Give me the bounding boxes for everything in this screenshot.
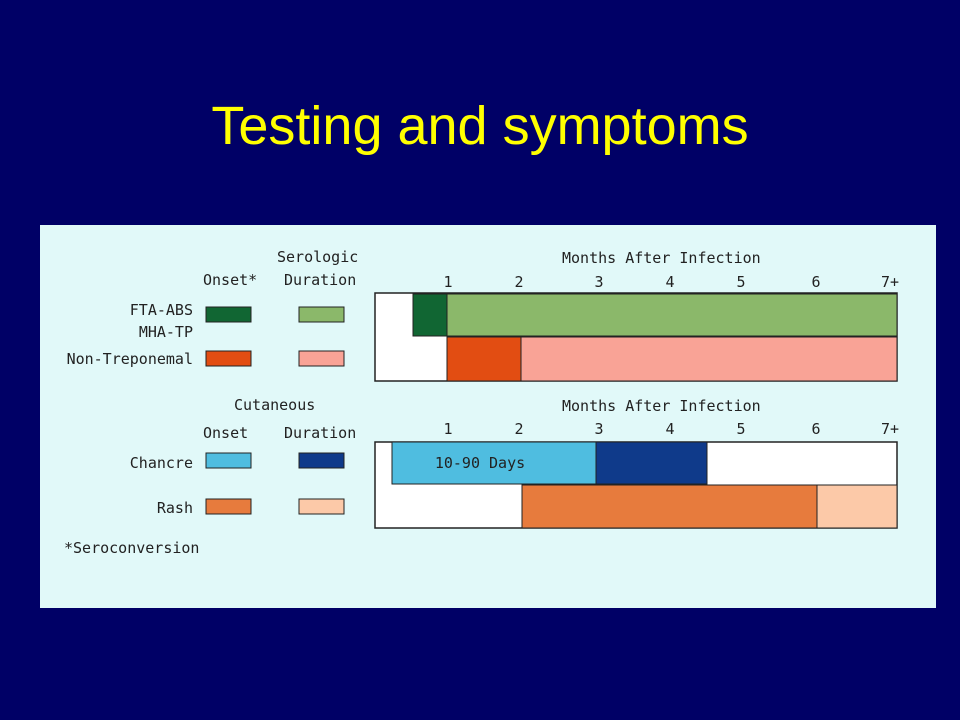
timeline-diagram: Serologic Onset* Duration Months After I… — [64, 248, 899, 557]
nontrep-duration-bar — [520, 336, 898, 382]
legend-fta-abs-label: FTA-ABS — [130, 301, 193, 319]
legend-fta-onset-swatch — [205, 306, 252, 323]
serologic-heading: Serologic — [277, 248, 358, 266]
tick-label: 4 — [665, 420, 674, 438]
serologic-timeline — [374, 292, 898, 382]
serologic-months-heading: Months After Infection — [562, 249, 761, 267]
nontrep-onset-bar — [446, 336, 522, 382]
tick-label: 7+ — [881, 273, 899, 291]
serologic-ticks: 1 2 3 4 5 6 7+ — [443, 273, 899, 291]
legend-rash-label: Rash — [157, 499, 193, 517]
cutaneous-ticks: 1 2 3 4 5 6 7+ — [443, 420, 899, 438]
legend-mha-tp-label: MHA-TP — [139, 323, 193, 341]
tick-label: 5 — [736, 273, 745, 291]
chancre-onset-bar-label: 10-90 Days — [435, 454, 525, 472]
cutaneous-heading: Cutaneous — [234, 396, 315, 414]
legend-nontrep-duration-swatch — [298, 350, 345, 367]
serologic-duration-label: Duration — [284, 271, 356, 289]
legend-nontrep-onset-swatch — [205, 350, 252, 367]
rash-onset-bar — [521, 484, 818, 529]
cutaneous-onset-label: Onset — [203, 424, 248, 442]
legend-chancre-onset-swatch — [205, 452, 252, 469]
tick-label: 7+ — [881, 420, 899, 438]
tick-label: 2 — [514, 273, 523, 291]
legend-non-treponemal-label: Non-Treponemal — [67, 350, 193, 368]
tick-label: 6 — [811, 273, 820, 291]
chancre-onset-bar — [391, 441, 597, 485]
tick-label: 5 — [736, 420, 745, 438]
tick-label: 1 — [443, 273, 452, 291]
serologic-onset-label: Onset* — [203, 271, 257, 289]
diagram-panel: Serologic Onset* Duration Months After I… — [40, 225, 936, 608]
footnote: *Seroconversion — [64, 539, 199, 557]
chancre-duration-bar — [595, 441, 708, 485]
slide-title: Testing and symptoms — [211, 96, 749, 156]
cutaneous-duration-label: Duration — [284, 424, 356, 442]
legend-chancre-duration-swatch — [298, 452, 345, 469]
tick-label: 4 — [665, 273, 674, 291]
legend-chancre-label: Chancre — [130, 454, 193, 472]
cutaneous-timeline: 10-90 Days — [374, 441, 898, 529]
rash-duration-bar — [816, 484, 898, 529]
fta-onset-bar — [412, 293, 448, 337]
legend-rash-duration-swatch — [298, 498, 345, 515]
legend-fta-duration-swatch — [298, 306, 345, 323]
tick-label: 3 — [594, 273, 603, 291]
tick-label: 6 — [811, 420, 820, 438]
tick-label: 2 — [514, 420, 523, 438]
tick-label: 3 — [594, 420, 603, 438]
legend-rash-onset-swatch — [205, 498, 252, 515]
tick-label: 1 — [443, 420, 452, 438]
fta-duration-bar — [446, 293, 898, 337]
cutaneous-months-heading: Months After Infection — [562, 397, 761, 415]
